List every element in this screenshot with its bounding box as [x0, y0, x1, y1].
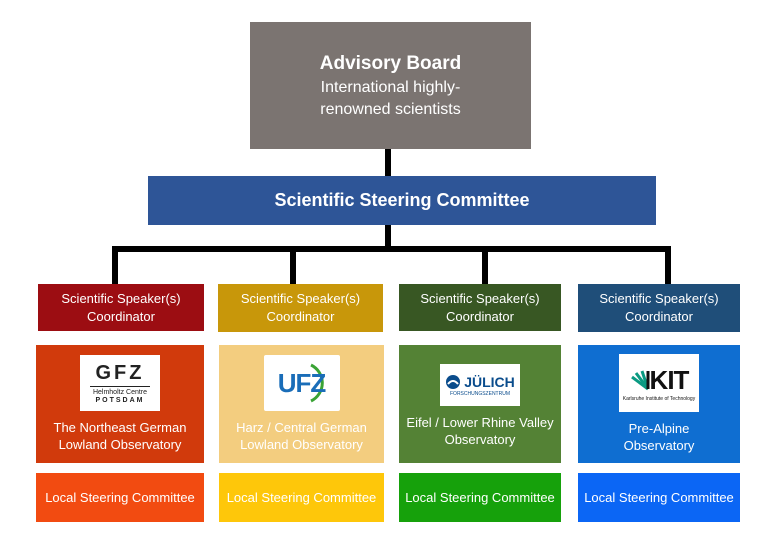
- connector-col1: [112, 246, 118, 284]
- local-committee-box-4: Local Steering Committee: [578, 473, 740, 522]
- gfz-logo-rule: [90, 385, 150, 387]
- connector-horizontal: [112, 246, 671, 252]
- speaker-box-4: Scientific Speaker(s) Coordinator: [578, 284, 740, 332]
- julich-logo-word: JÜLICH: [464, 373, 515, 390]
- connector-col2: [290, 246, 296, 284]
- kit-logo: KIT Karlsruhe Institute of Technology: [619, 354, 699, 412]
- gfz-logo-word: GFZ: [95, 361, 145, 384]
- speaker-label-1: Scientific Speaker(s) Coordinator: [61, 290, 181, 324]
- ufz-arc-icon: [309, 363, 324, 403]
- local-committee-label-1: Local Steering Committee: [45, 490, 195, 505]
- kit-fan-icon: [630, 370, 650, 391]
- advisory-board-title: Advisory Board: [319, 52, 462, 74]
- kit-logo-word: KIT: [649, 364, 690, 395]
- julich-emblem-icon: [446, 374, 461, 389]
- speaker-label-3: Scientific Speaker(s) Coordinator: [420, 290, 540, 324]
- local-committee-label-2: Local Steering Committee: [226, 490, 377, 505]
- observatory-name-4: Pre-Alpine Observatory: [623, 421, 695, 453]
- local-committee-box-3: Local Steering Committee: [399, 473, 561, 522]
- julich-logo-line1: FORSCHUNGSZENTRUM: [450, 390, 510, 397]
- advisory-board-subtitle: International highly-renowned scientists: [320, 78, 461, 118]
- connector-col4: [665, 246, 671, 284]
- ufz-logo-word: UFZ: [277, 367, 327, 398]
- speaker-label-4: Scientific Speaker(s) Coordinator: [599, 291, 719, 324]
- steering-committee-label: Scientific Steering Committee: [274, 190, 530, 210]
- connector-advisory-steering: [385, 148, 391, 176]
- kit-logo-line1: Karlsruhe Institute of Technology: [622, 395, 696, 402]
- observatory-box-1: GFZ Helmholtz Centre POTSDAM The Northea…: [36, 345, 204, 463]
- gfz-logo: GFZ Helmholtz Centre POTSDAM: [80, 355, 160, 411]
- local-committee-label-4: Local Steering Committee: [584, 490, 734, 505]
- local-committee-box-2: Local Steering Committee: [219, 473, 384, 522]
- ufz-logo: UFZ: [263, 355, 340, 411]
- local-committee-label-3: Local Steering Committee: [405, 490, 555, 505]
- advisory-board-box: Advisory Board International highly-reno…: [250, 22, 531, 149]
- gfz-logo-line1: Helmholtz Centre: [92, 388, 148, 396]
- observatory-name-1: The Northeast German Lowland Observatory: [53, 420, 187, 452]
- observatory-name-2: Harz / Central German Lowland Observator…: [236, 420, 367, 452]
- speaker-box-1: Scientific Speaker(s) Coordinator: [38, 284, 204, 331]
- julich-logo: JÜLICH FORSCHUNGSZENTRUM: [440, 364, 520, 406]
- steering-committee-box: Scientific Steering Committee: [148, 176, 656, 225]
- speaker-box-2: Scientific Speaker(s) Coordinator: [218, 284, 383, 332]
- observatory-name-3: Eifel / Lower Rhine Valley Observatory: [406, 415, 554, 447]
- connector-col3: [482, 246, 488, 284]
- observatory-box-2: UFZ Harz / Central German Lowland Observ…: [219, 345, 384, 463]
- speaker-label-2: Scientific Speaker(s) Coordinator: [240, 291, 361, 324]
- connector-steering-hub: [385, 224, 391, 250]
- observatory-box-3: JÜLICH FORSCHUNGSZENTRUM Eifel / Lower R…: [399, 345, 561, 463]
- gfz-logo-line2: POTSDAM: [95, 396, 145, 404]
- observatory-box-4: KIT Karlsruhe Institute of Technology Pr…: [578, 345, 740, 463]
- local-committee-box-1: Local Steering Committee: [36, 473, 204, 522]
- speaker-box-3: Scientific Speaker(s) Coordinator: [399, 284, 561, 331]
